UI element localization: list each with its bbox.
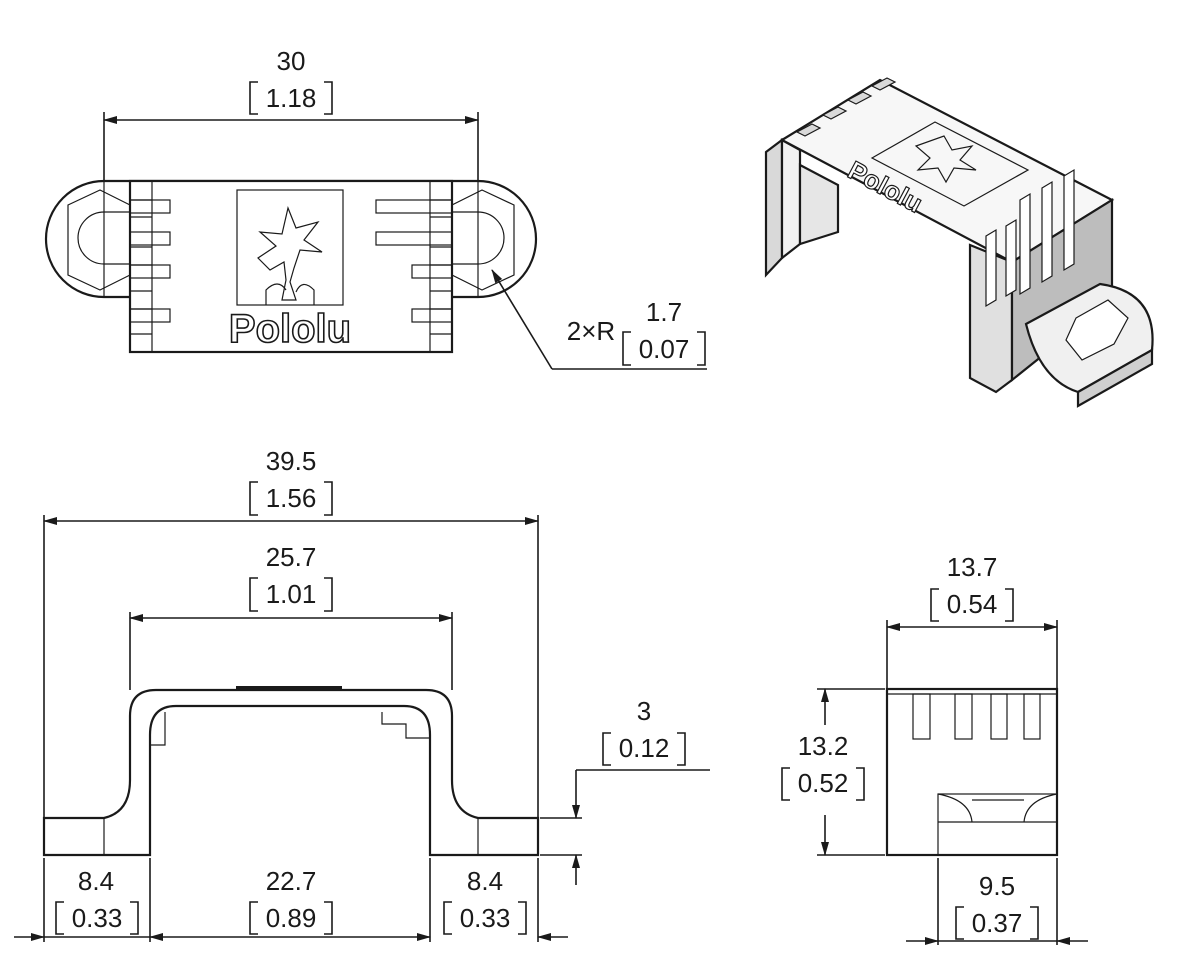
center-mm-label: 22.7 <box>266 866 317 896</box>
palm-tree-icon <box>257 205 323 305</box>
right-tab-mm-label: 8.4 <box>467 866 503 896</box>
radius-leader <box>491 269 553 370</box>
inner-mm-label: 25.7 <box>266 542 317 572</box>
overall-mm-label: 39.5 <box>266 446 317 476</box>
overall-in-label: 1.56 <box>266 483 317 513</box>
front-view: 39.5 1.56 25.7 1.01 3 0.12 8.4 0.33 22.7 <box>14 446 710 942</box>
width-in-label: 1.18 <box>266 83 317 113</box>
radius-in-label: 0.07 <box>639 334 690 364</box>
logo-frame <box>236 189 344 306</box>
width-mm-label: 30 <box>277 46 306 76</box>
left-comb <box>129 181 171 352</box>
right-tab-in-label: 0.33 <box>460 903 511 933</box>
radius-prefix-label: 2×R <box>567 316 615 346</box>
side-height-mm-label: 13.2 <box>798 731 849 761</box>
top-view-plate <box>128 179 454 354</box>
slot-in-label: 0.37 <box>972 908 1023 938</box>
thickness-in-label: 0.12 <box>619 733 670 763</box>
pololu-logo: Pololu <box>229 307 351 351</box>
thickness-mm-label: 3 <box>637 696 651 726</box>
inner-in-label: 1.01 <box>266 579 317 609</box>
left-tab-mm-label: 8.4 <box>78 866 114 896</box>
right-nut-pocket <box>451 189 515 291</box>
left-tab-in-label: 0.33 <box>72 903 123 933</box>
radius-mm-label: 1.7 <box>646 297 682 327</box>
top-view: Pololu 30 1.18 2×R 1.7 0.07 <box>44 46 707 370</box>
side-height-in-label: 0.52 <box>798 768 849 798</box>
isometric-view: Pololu <box>764 77 1154 408</box>
center-in-label: 0.89 <box>266 903 317 933</box>
left-nut-pocket <box>67 189 131 291</box>
side-width-in-label: 0.54 <box>947 589 998 619</box>
front-view-outline <box>42 688 540 857</box>
side-width-mm-label: 13.7 <box>947 552 998 582</box>
slot-mm-label: 9.5 <box>979 871 1015 901</box>
side-view: 13.7 0.54 13.2 0.52 9.5 0.37 <box>781 552 1088 945</box>
